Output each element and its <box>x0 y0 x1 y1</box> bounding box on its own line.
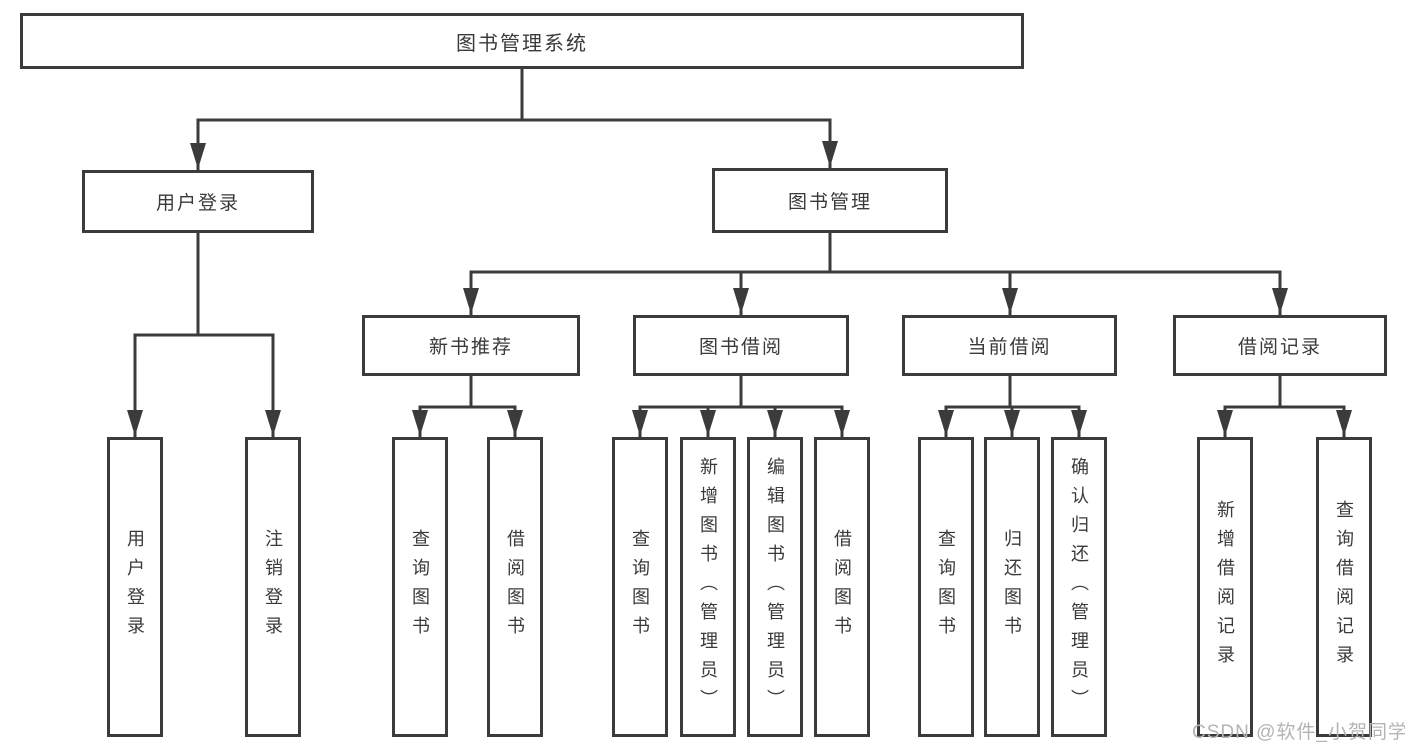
node-current-borrowing: 当前借阅 <box>902 315 1117 376</box>
connector-root-to-level2 <box>190 67 838 171</box>
connector-user-login-children <box>127 231 281 438</box>
connector-borrow-record-children <box>1217 374 1352 438</box>
node-bb-query-books: 查询图书 <box>612 437 668 737</box>
node-bb-edit-books-admin: 编辑图书（管理员） <box>747 437 803 737</box>
node-book-management: 图书管理 <box>712 168 948 233</box>
node-library-management-system: 图书管理系统 <box>20 13 1024 69</box>
node-br-add-record: 新增借阅记录 <box>1197 437 1253 737</box>
node-borrowing-records: 借阅记录 <box>1173 315 1387 376</box>
node-cb-confirm-return-admin: 确认归还（管理员） <box>1051 437 1107 737</box>
node-logout-leaf: 注销登录 <box>245 437 301 737</box>
node-cb-query-books: 查询图书 <box>918 437 974 737</box>
node-bb-add-books-admin: 新增图书（管理员） <box>680 437 736 737</box>
connector-current-borrow-children <box>938 374 1087 438</box>
node-user-login: 用户登录 <box>82 170 314 233</box>
connector-book-borrow-children <box>632 374 850 438</box>
node-br-query-record: 查询借阅记录 <box>1316 437 1372 737</box>
node-bb-borrow-books: 借阅图书 <box>814 437 870 737</box>
connector-book-mgmt-children <box>463 231 1288 316</box>
csdn-watermark: CSDN @软件_小贺同学 <box>1192 722 1405 743</box>
node-nbr-query-books: 查询图书 <box>392 437 448 737</box>
node-book-borrowing: 图书借阅 <box>633 315 849 376</box>
node-new-book-recommendation: 新书推荐 <box>362 315 580 376</box>
node-nbr-borrow-books: 借阅图书 <box>487 437 543 737</box>
connector-new-book-rec-children <box>412 374 523 438</box>
node-cb-return-books: 归还图书 <box>984 437 1040 737</box>
node-user-login-leaf: 用户登录 <box>107 437 163 737</box>
